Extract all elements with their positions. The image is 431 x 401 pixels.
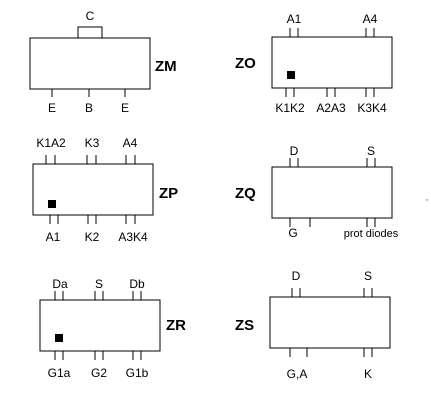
zs-label-d: D (292, 269, 301, 283)
zm-label-e-right: E (121, 101, 129, 115)
zr-label-g1b: G1b (126, 366, 149, 380)
zp-bottom-pins (49, 215, 136, 224)
zm-tab (77, 26, 103, 39)
zs-package-name: ZS (235, 317, 254, 334)
zq-label-prot-diodes: prot diodes (344, 228, 399, 240)
zs-label-s: S (364, 269, 372, 283)
package-zm: C E B E ZM (29, 9, 177, 115)
package-zs: D S G,A K ZS (235, 269, 391, 381)
zp-label-k2: K2 (85, 230, 100, 244)
zs-label-g-a: G,A (287, 367, 308, 381)
zr-label-g1a: G1a (48, 366, 71, 380)
zm-label-b: B (85, 101, 93, 115)
zo-label-a1: A1 (287, 12, 302, 26)
zr-package-name: ZR (166, 317, 186, 334)
zm-bottom-pins (51, 89, 126, 97)
package-zr: Da S Db G1a G2 G1b ZR (39, 277, 186, 380)
zm-body (29, 37, 151, 90)
zq-top-pins (289, 158, 376, 167)
zo-label-a2a3: A2A3 (316, 101, 346, 115)
zr-label-db: Db (129, 277, 145, 291)
zq-package-name: ZQ (235, 185, 256, 202)
zr-bottom-pins (54, 351, 142, 360)
zo-body (271, 36, 393, 89)
zr-pin1-marker (55, 334, 63, 342)
zs-label-k: K (364, 367, 372, 381)
zs-top-pins (291, 288, 373, 297)
zo-label-k3k4: K3K4 (357, 101, 387, 115)
zs-body (269, 296, 391, 349)
package-zo: A1 A4 K1K2 A2A3 K3K4 ZO (235, 12, 393, 115)
zq-label-s: S (367, 144, 375, 158)
zp-label-a1: A1 (46, 230, 61, 244)
zp-pin1-marker (48, 200, 56, 208)
package-zp: K1A2 K3 A4 A1 K2 A3K4 ZP (32, 136, 178, 244)
zr-body (39, 299, 161, 352)
zp-package-name: ZP (159, 185, 178, 202)
zp-label-a4: A4 (123, 136, 138, 150)
zr-label-da: Da (52, 277, 68, 291)
zo-top-pins (289, 28, 375, 37)
package-zq: D S G prot diodes ZQ (235, 144, 428, 240)
zq-body (271, 166, 393, 219)
stray-dot (426, 199, 428, 201)
zr-label-s: S (95, 277, 103, 291)
zo-label-k1k2: K1K2 (275, 101, 305, 115)
zo-label-a4: A4 (363, 12, 378, 26)
zo-package-name: ZO (235, 55, 256, 72)
zp-label-k3: K3 (85, 136, 100, 150)
zm-package-name: ZM (155, 58, 177, 75)
zo-pin1-marker (287, 71, 295, 79)
zp-label-a3k4: A3K4 (118, 230, 148, 244)
zp-label-k1a2: K1A2 (36, 136, 66, 150)
zq-label-g: G (288, 226, 297, 240)
zq-label-d: D (290, 144, 299, 158)
zs-bottom-pins (289, 348, 373, 357)
zm-label-c: C (86, 9, 95, 23)
zo-bottom-pins (285, 88, 375, 97)
zq-bottom-pins (289, 218, 376, 227)
zp-top-pins (45, 155, 136, 164)
zr-top-pins (54, 291, 142, 300)
zm-label-e-left: E (48, 101, 56, 115)
zr-label-g2: G2 (91, 366, 107, 380)
